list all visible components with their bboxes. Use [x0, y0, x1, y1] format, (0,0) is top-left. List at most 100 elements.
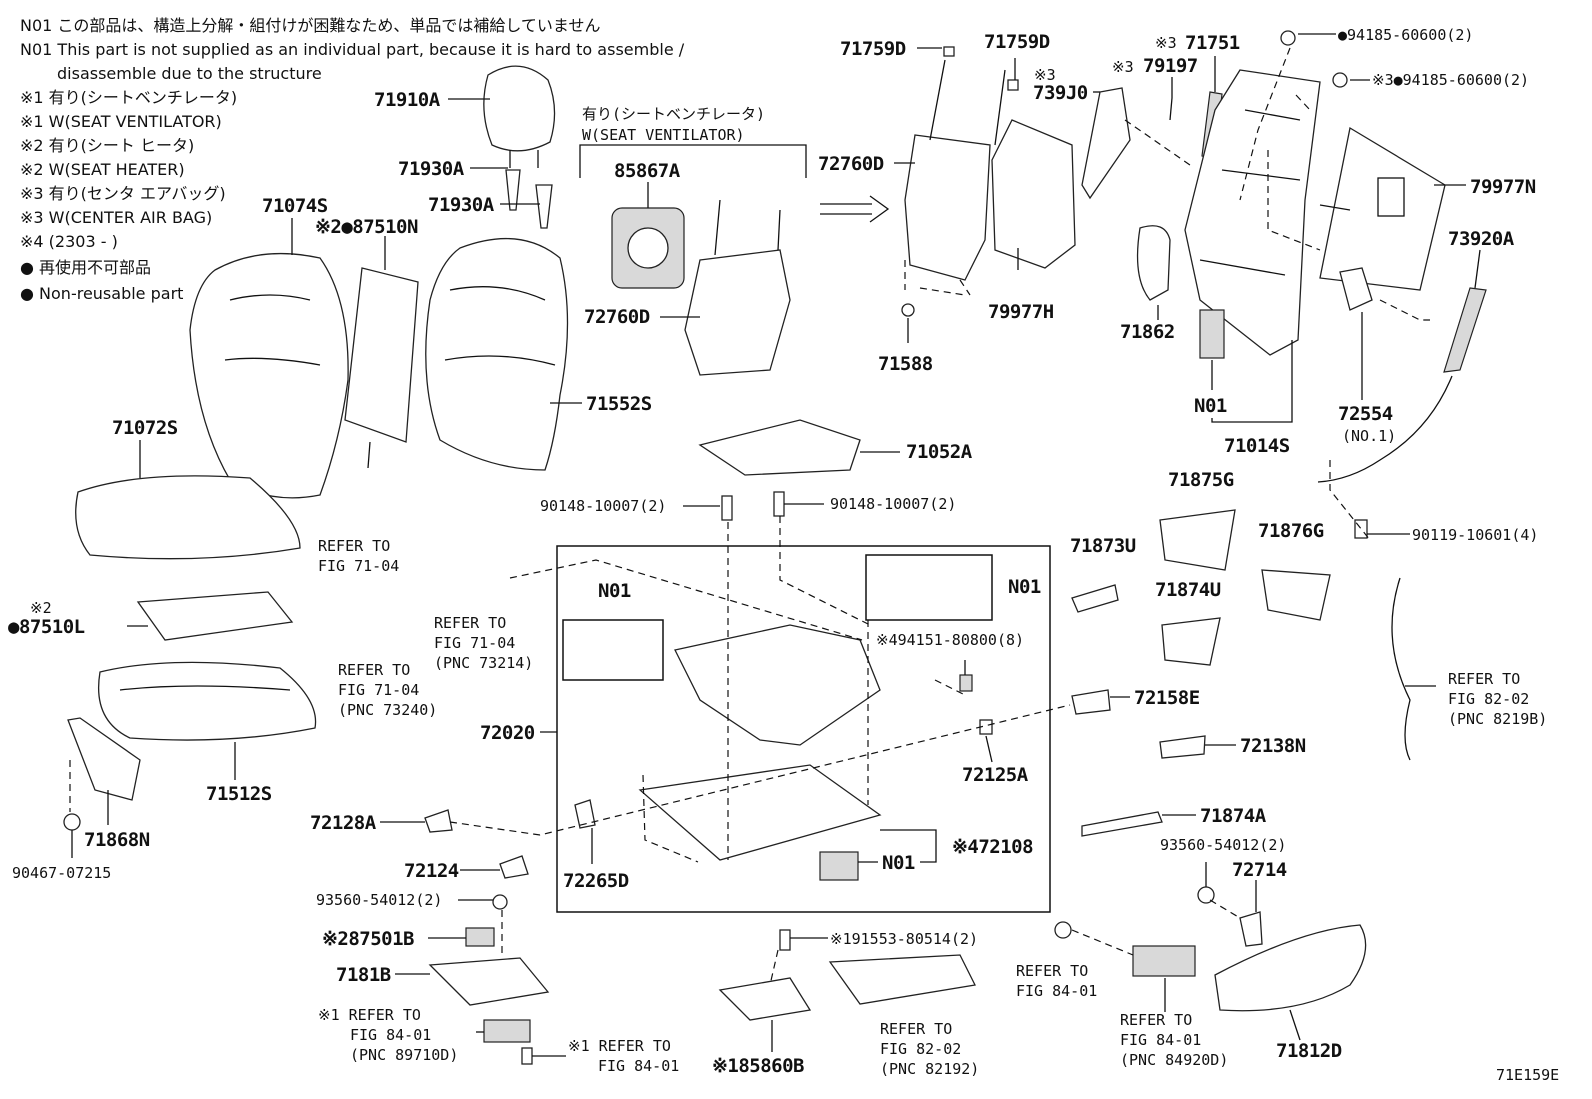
- part-87501B-shape: [465, 927, 495, 947]
- label-71930A-1: 71930A: [398, 158, 465, 180]
- label-72020: 72020: [480, 722, 535, 744]
- label-71875G: 71875G: [1168, 469, 1234, 491]
- label-71751-ref: ※3: [1155, 34, 1177, 52]
- note-1-jp: ※1 有り(シートベンチレータ): [20, 88, 237, 107]
- label-72554: 72554: [1338, 403, 1393, 425]
- diagram-code: 71E159E: [1496, 1066, 1559, 1084]
- airbag-73920A-shape: [1443, 287, 1487, 373]
- label-79977N: 79977N: [1470, 176, 1536, 198]
- ref-3-line-2: FIG 71-04: [338, 681, 419, 699]
- nut-94185-2: [1332, 72, 1348, 88]
- label-71074S: 71074S: [262, 195, 328, 217]
- label-72760D-2: 72760D: [818, 153, 884, 175]
- harness-82192-shape: [828, 954, 976, 1005]
- clip-71759D-1: [943, 46, 955, 57]
- n01-sub-box-left: [562, 619, 664, 681]
- label-85860B: ※185860B: [712, 1055, 804, 1077]
- label-739J0: 739J0: [1033, 82, 1088, 104]
- clip-71588: [901, 303, 915, 317]
- part-drawings: [63, 30, 1487, 1065]
- ref-6-line-1: ※1 REFER TO: [568, 1037, 671, 1055]
- n01-sub-box-right: [865, 554, 993, 621]
- cushion-side-trim: [67, 717, 141, 801]
- part-72138N-shape: [1159, 735, 1206, 759]
- label-71930A-2: 71930A: [428, 194, 495, 216]
- label-87510L-ref: ※2: [30, 599, 52, 617]
- wire-frame-71052A: [698, 419, 861, 476]
- bolt-84-01: [521, 1047, 533, 1065]
- label-71759D-2: 71759D: [984, 31, 1050, 53]
- note-nonreusable-en: ● Non-reusable part: [20, 284, 183, 303]
- label-87510L: ●87510L: [8, 616, 85, 638]
- label-90467: 90467-07215: [12, 864, 111, 882]
- ref-9-line-2: FIG 84-01: [1120, 1031, 1201, 1049]
- ref-4-line-3: (PNC 8219B): [1448, 710, 1547, 728]
- note-n01-jp: N01 この部品は、構造上分解・組付けが困難なため、単品では補給していません: [20, 16, 600, 35]
- ref-2-line-1: REFER TO: [434, 614, 506, 632]
- label-72138N: 72138N: [1240, 735, 1306, 757]
- part-72108-shape: [819, 851, 859, 881]
- label-191553: ※191553-80514(2): [830, 930, 978, 948]
- label-85867A: 85867A: [614, 160, 681, 182]
- ref-9-line-3: (PNC 84920D): [1120, 1051, 1228, 1069]
- label-71751: 71751: [1185, 32, 1240, 54]
- label-90119: 90119-10601(4): [1412, 526, 1538, 544]
- seat-track-assembly-box: [556, 545, 1051, 913]
- label-71876G: 71876G: [1258, 520, 1324, 542]
- note-2-jp: ※2 有り(シート ヒータ): [20, 136, 194, 155]
- part-72265D-shape: [574, 799, 596, 829]
- ref-7-line-2: FIG 82-02: [880, 1040, 961, 1058]
- ventilator-frame-shape: [684, 249, 791, 376]
- nut-94185-1: [1280, 30, 1296, 46]
- cushion-cover-shape: [75, 475, 301, 560]
- label-739J0-ref: ※3: [1034, 66, 1056, 84]
- label-71874U: 71874U: [1155, 579, 1221, 601]
- seatback-frame-panel: [904, 134, 991, 281]
- label-72714: 72714: [1232, 859, 1287, 881]
- seatback-pad-shape: [425, 238, 569, 471]
- headrest-guide-1: [505, 169, 521, 211]
- bolt-191553: [779, 929, 791, 951]
- bracket-7181B-shape: [428, 957, 550, 1006]
- heater-cushion-shape: [136, 591, 294, 641]
- legend-notes: N01 この部品は、構造上分解・組付けが困難なため、単品では補給していません N…: [20, 16, 685, 303]
- note-2-en: ※2 W(SEAT HEATER): [20, 160, 185, 179]
- note-1-en: ※1 W(SEAT VENTILATOR): [20, 112, 222, 131]
- bracket-85860B-shape: [718, 977, 812, 1021]
- label-93560-right: 93560-54012(2): [1160, 836, 1286, 854]
- label-79197-ref: ※3: [1112, 58, 1134, 76]
- part-72124-shape: [499, 855, 529, 879]
- label-79197: 79197: [1143, 55, 1198, 77]
- ventilator-heading-en: W(SEAT VENTILATOR): [582, 126, 745, 144]
- part-94151-shape: [959, 674, 973, 692]
- seat-track-rail: [638, 764, 882, 861]
- note-n01-en: N01 This part is not supplied as an indi…: [20, 40, 685, 59]
- label-7181B: 7181B: [336, 964, 391, 986]
- headrest-guide-2: [535, 184, 553, 229]
- label-73920A: 73920A: [1448, 228, 1515, 250]
- ref-3-line-3: (PNC 73240): [338, 701, 437, 719]
- headrest-shape: [483, 65, 556, 152]
- ref-6-line-2: FIG 84-01: [598, 1057, 679, 1075]
- label-93560-left: 93560-54012(2): [316, 891, 442, 909]
- label-72158E: 72158E: [1134, 687, 1200, 709]
- label-N01-a: N01: [1194, 395, 1227, 417]
- label-N01-d: N01: [882, 852, 915, 874]
- label-71873U: 71873U: [1070, 535, 1136, 557]
- part-71862-shape: [1136, 225, 1171, 301]
- part-72128A-shape: [424, 809, 453, 833]
- ref-7-line-1: REFER TO: [880, 1020, 952, 1038]
- note-3-jp: ※3 有り(センタ エアバッグ): [20, 184, 226, 203]
- label-72108: ※472108: [952, 836, 1033, 858]
- cover-71875G-shape: [1159, 509, 1236, 571]
- pad-79977N-shape: [1319, 126, 1446, 291]
- label-72760D-1: 72760D: [584, 306, 650, 328]
- label-71868N: 71868N: [84, 829, 150, 851]
- seatback-cover-shape: [189, 252, 349, 499]
- ref-1-line-2: FIG 71-04: [318, 557, 399, 575]
- label-94185-2: ※3●94185-60600(2): [1372, 71, 1529, 89]
- label-87510N: ※2●87510N: [315, 216, 418, 238]
- note-3-en: ※3 W(CENTER AIR BAG): [20, 208, 212, 227]
- label-71052A: 71052A: [906, 441, 973, 463]
